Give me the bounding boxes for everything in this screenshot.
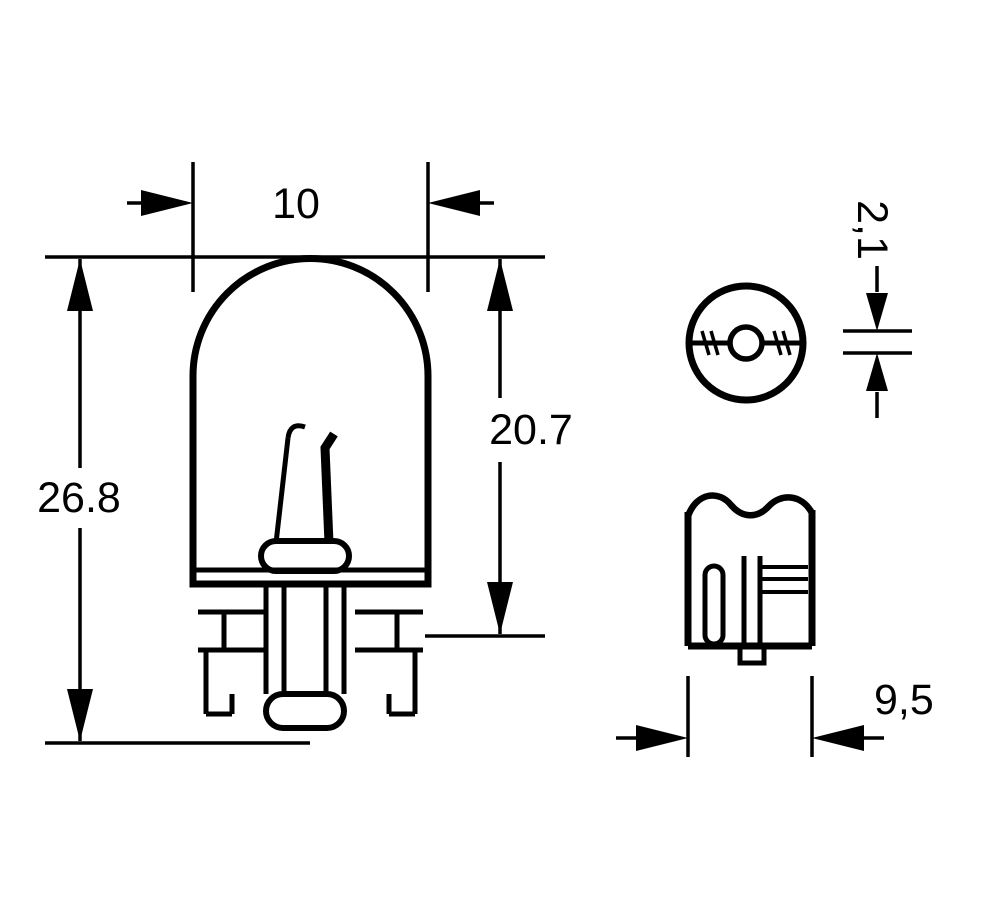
dimension-overall-length: 26.8 (37, 255, 545, 745)
arrowhead-up (67, 259, 93, 311)
dimension-bulb-diameter: 10 (127, 162, 494, 292)
dimension-label-overall-length: 26.8 (37, 474, 121, 522)
glass-tip-circle (727, 324, 765, 362)
wire-crimp-mark (709, 330, 720, 356)
filament-top-hook (285, 423, 306, 439)
contact-wire-slot (702, 563, 726, 647)
bulb-top-view (685, 282, 807, 404)
glass-envelope-outline (189, 255, 432, 588)
dimension-glass-length: 20.7 (425, 259, 573, 638)
base-bottom-cap (263, 691, 347, 731)
arrowhead-left (428, 190, 480, 216)
broken-glass-edge (684, 492, 815, 519)
dimension-label-glass-length: 20.7 (489, 406, 573, 454)
bulb-outline-top (685, 282, 807, 404)
arrowhead-up (487, 259, 513, 311)
arrowhead-down (866, 293, 888, 331)
wire-crimp-mark (781, 330, 792, 356)
pinch-seal (258, 538, 352, 574)
wire-crimp-mark (772, 330, 783, 356)
arrowhead-down (67, 689, 93, 741)
wire-crimp-mark (700, 330, 711, 356)
dimension-base-width: 9,5 (616, 676, 934, 757)
arrowhead-right (636, 725, 688, 751)
base-bracket-right (355, 609, 423, 717)
dimension-wedge-thickness: 2,1 (843, 200, 912, 418)
dimension-label-diameter: 10 (272, 180, 320, 228)
dimension-label-wedge-thickness: 2,1 (848, 200, 896, 260)
base-side-view (684, 492, 816, 666)
filament-support-right (320, 431, 338, 544)
arrowhead-up (866, 353, 888, 391)
base-bracket-left (198, 609, 266, 717)
base-key-tab (737, 646, 767, 666)
arrowhead-down (487, 582, 513, 634)
dimension-label-base-width: 9,5 (874, 676, 934, 724)
arrowhead-right (141, 190, 193, 216)
arrowhead-left (812, 725, 864, 751)
filament-support-left (273, 437, 291, 544)
bulb-front-view (189, 255, 432, 731)
